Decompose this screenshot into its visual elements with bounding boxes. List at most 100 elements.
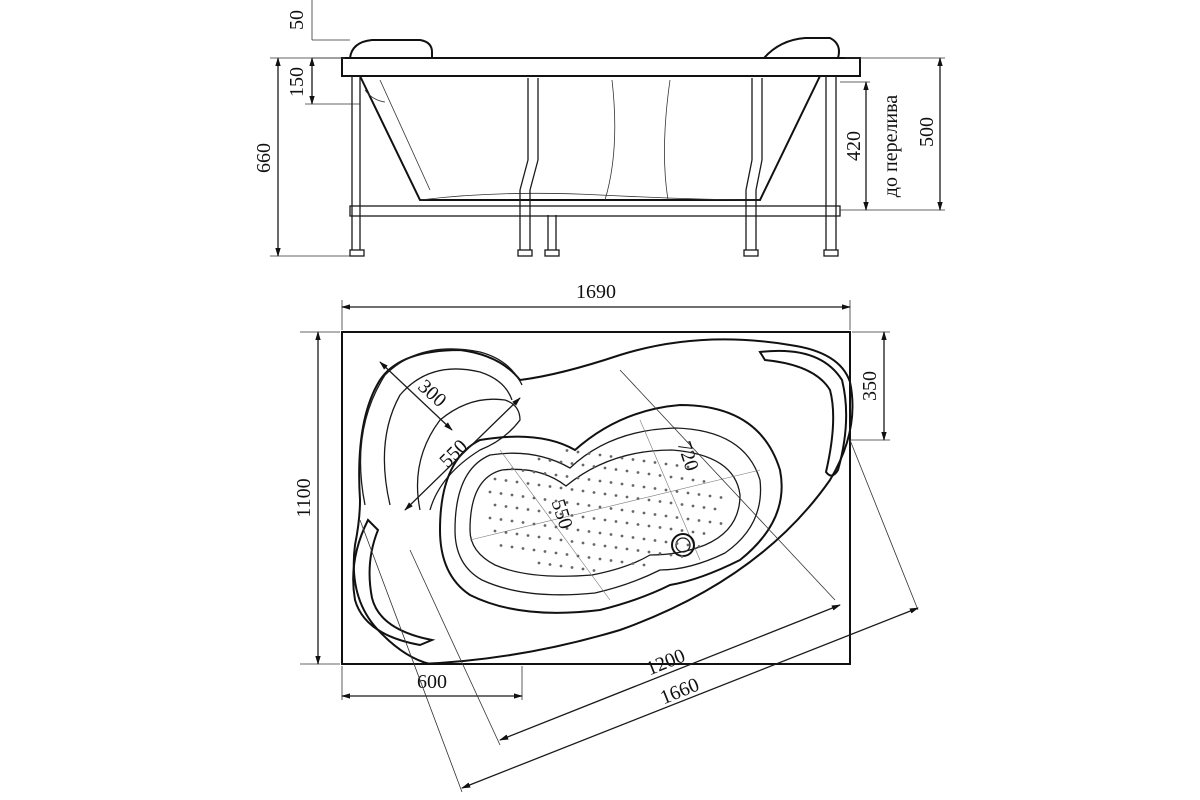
jet-dot [675,542,679,545]
jet-dot [620,482,624,486]
jet-dot [526,482,530,485]
jet-dot [493,529,497,533]
jet-dot [603,466,607,470]
jet-dot [653,539,657,542]
jet-dot [653,461,657,464]
jet-dot [609,455,613,458]
jet-dot [526,508,530,511]
jet-dot [603,492,607,496]
jet-dot [598,505,602,509]
jet-dot [631,536,635,539]
jet-dot [559,512,563,516]
jet-dot [697,545,701,548]
jet-dot [548,537,552,540]
jet-dot [603,544,607,548]
jet-dot [702,532,706,535]
rim-contour [342,338,854,665]
jet-dot [653,487,657,490]
jet-dot [521,469,525,472]
jet-dot [675,464,679,467]
jet-dot [587,504,591,507]
jet-dot [493,503,497,507]
right-headrest [763,37,840,59]
jet-dot [686,491,690,495]
jet-dot [559,538,563,542]
jet-dot [647,498,651,502]
jet-dot [521,521,525,524]
jet-dot [603,518,607,522]
jet-dot [493,477,497,481]
dim-seat-width: 550 [435,435,472,472]
jet-dot [691,478,695,482]
jet-dot [570,540,574,543]
jet-dot [581,541,585,545]
jet-dot [642,537,646,541]
jet-dot [537,561,541,565]
plan-headrest-left [352,518,436,647]
jet-dot [686,465,690,469]
bath-rim [341,57,861,77]
jet-dot [559,460,563,464]
jet-dot [691,530,695,534]
jet-dot [631,562,635,565]
jet-dot [658,526,662,529]
jet-dot [548,511,552,514]
jet-dot [647,524,651,528]
jet-dot [614,494,618,497]
jet-dot [598,531,602,535]
jet-dot [537,535,541,539]
jet-dot [565,501,569,504]
jet-dot [598,453,602,457]
plan-headrest-right [758,349,848,477]
jet-dot [587,452,591,455]
jet-dot [614,520,618,523]
jet-dot [609,559,613,562]
jet-dot [647,550,651,554]
jet-dot [702,506,706,509]
jet-dot [581,489,585,493]
jet-dot [581,567,585,571]
jet-dot [510,467,514,471]
jet-dot [620,534,624,538]
jet-dot [543,472,547,475]
jet-dot [680,477,684,480]
jet-dot [636,497,640,500]
jet-dot [504,479,508,482]
jet-dot [609,533,613,536]
jet-dot [570,462,574,465]
jet-dot [614,468,618,471]
dim-bath-depth: 500 [916,117,938,147]
jet-dot [658,500,662,503]
left-headrest [349,39,433,59]
jet-dot [620,456,624,460]
jet-dot [548,485,552,488]
jet-dot [587,478,591,481]
jet-dot [664,462,668,466]
jet-dot [609,507,613,510]
jet-dot [636,471,640,474]
dim-total-height: 660 [253,143,275,173]
jet-dot [504,531,508,534]
jet-dot [697,493,701,496]
dim-bowl-length: 720 [673,438,703,473]
jet-dot [631,510,635,513]
jet-dot [592,491,596,494]
jet-dot [537,509,541,513]
jet-dot [499,518,503,521]
jet-dot [691,504,695,508]
jet-dot [642,459,646,463]
jet-dot [543,550,547,553]
jet-dot [581,515,585,519]
jet-dot [719,522,723,525]
jet-dot [565,527,569,530]
jet-dot [565,475,569,478]
dim-length: 1690 [576,281,616,303]
dim-headrest-width: 300 [414,375,451,411]
jet-dot [642,511,646,515]
jet-dot [592,465,596,468]
jet-dot [631,458,635,461]
jet-dot [532,496,536,500]
jet-dot [576,528,580,532]
jet-dot [598,479,602,483]
